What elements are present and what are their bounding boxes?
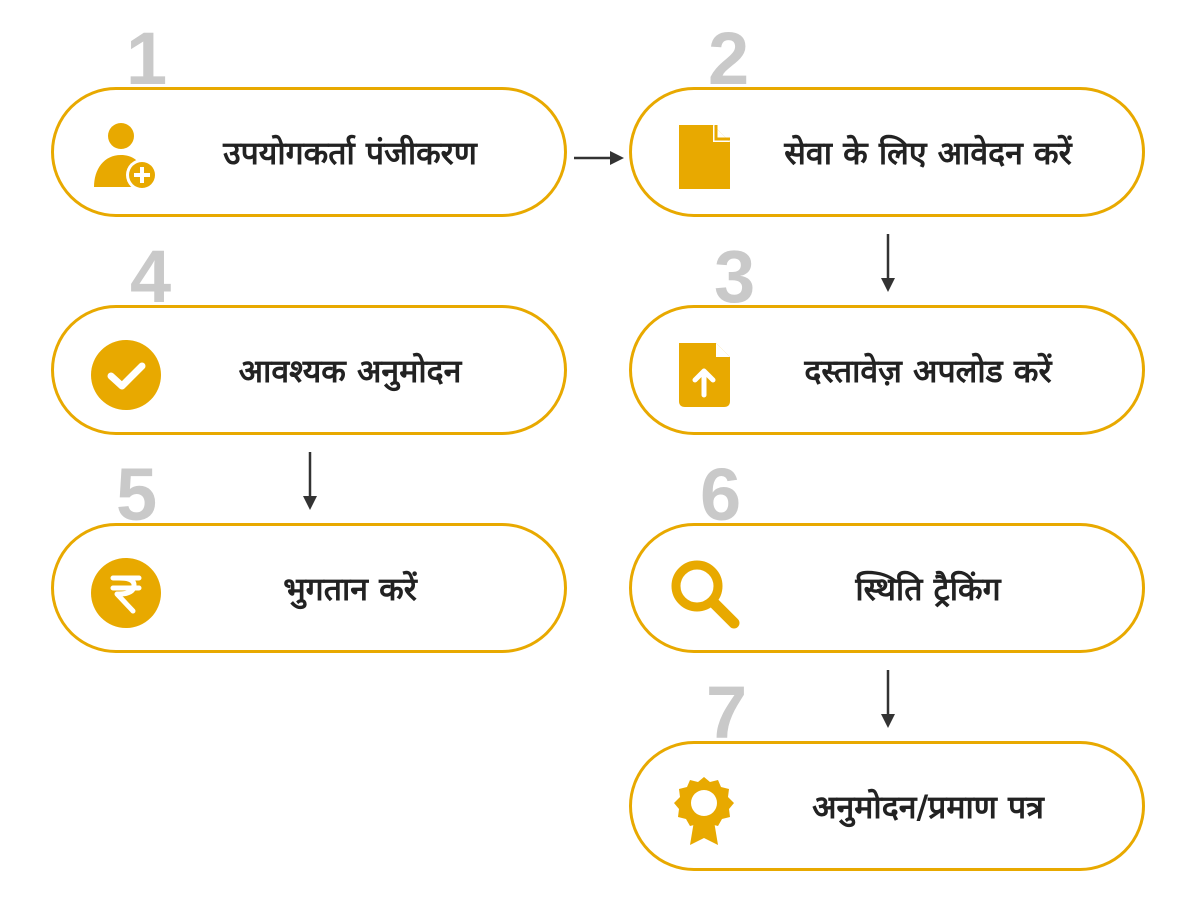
step-number-4: 4: [130, 235, 172, 318]
step-3-upload-documents: दस्तावेज़ अपलोड करें: [629, 305, 1145, 435]
rupee-icon: [91, 558, 161, 628]
step-label: सेवा के लिए आवेदन करें: [784, 133, 1072, 172]
search-icon: [671, 560, 740, 629]
check-circle-icon: [91, 340, 161, 410]
arrow-step6-to-step7: [881, 670, 895, 728]
step-5-make-payment: भुगतान करें: [51, 523, 567, 653]
step-number-2: 2: [708, 17, 750, 100]
step-label: अनुमोदन/प्रमाण पत्र: [812, 787, 1044, 826]
step-label: स्थिति ट्रैकिंग: [855, 569, 1001, 608]
step-number-6: 6: [700, 453, 742, 536]
step-label: दस्तावेज़ अपलोड करें: [804, 351, 1052, 390]
user-add-icon: [94, 123, 158, 191]
document-icon: [679, 125, 730, 189]
step-6-status-tracking: स्थिति ट्रैकिंग: [629, 523, 1145, 653]
step-label: आवश्यक अनुमोदन: [238, 351, 462, 390]
arrow-step1-to-step2: [574, 151, 624, 165]
step-label: उपयोगकर्ता पंजीकरण: [223, 133, 477, 172]
step-number-5: 5: [116, 453, 158, 536]
step-number-1: 1: [126, 17, 168, 100]
step-1-user-registration: उपयोगकर्ता पंजीकरण: [51, 87, 567, 217]
step-number-7: 7: [706, 671, 748, 754]
step-7-approval-certificate: अनुमोदन/प्रमाण पत्र: [629, 741, 1145, 871]
step-2-apply-service: सेवा के लिए आवेदन करें: [629, 87, 1145, 217]
step-number-3: 3: [714, 235, 756, 318]
step-4-required-approval: आवश्यक अनुमोदन: [51, 305, 567, 435]
certificate-badge-icon: [674, 777, 734, 845]
arrow-step2-to-step3: [881, 234, 895, 292]
arrow-step4-to-step5: [303, 452, 317, 510]
upload-document-icon: [679, 343, 730, 407]
step-label: भुगतान करें: [283, 569, 417, 608]
